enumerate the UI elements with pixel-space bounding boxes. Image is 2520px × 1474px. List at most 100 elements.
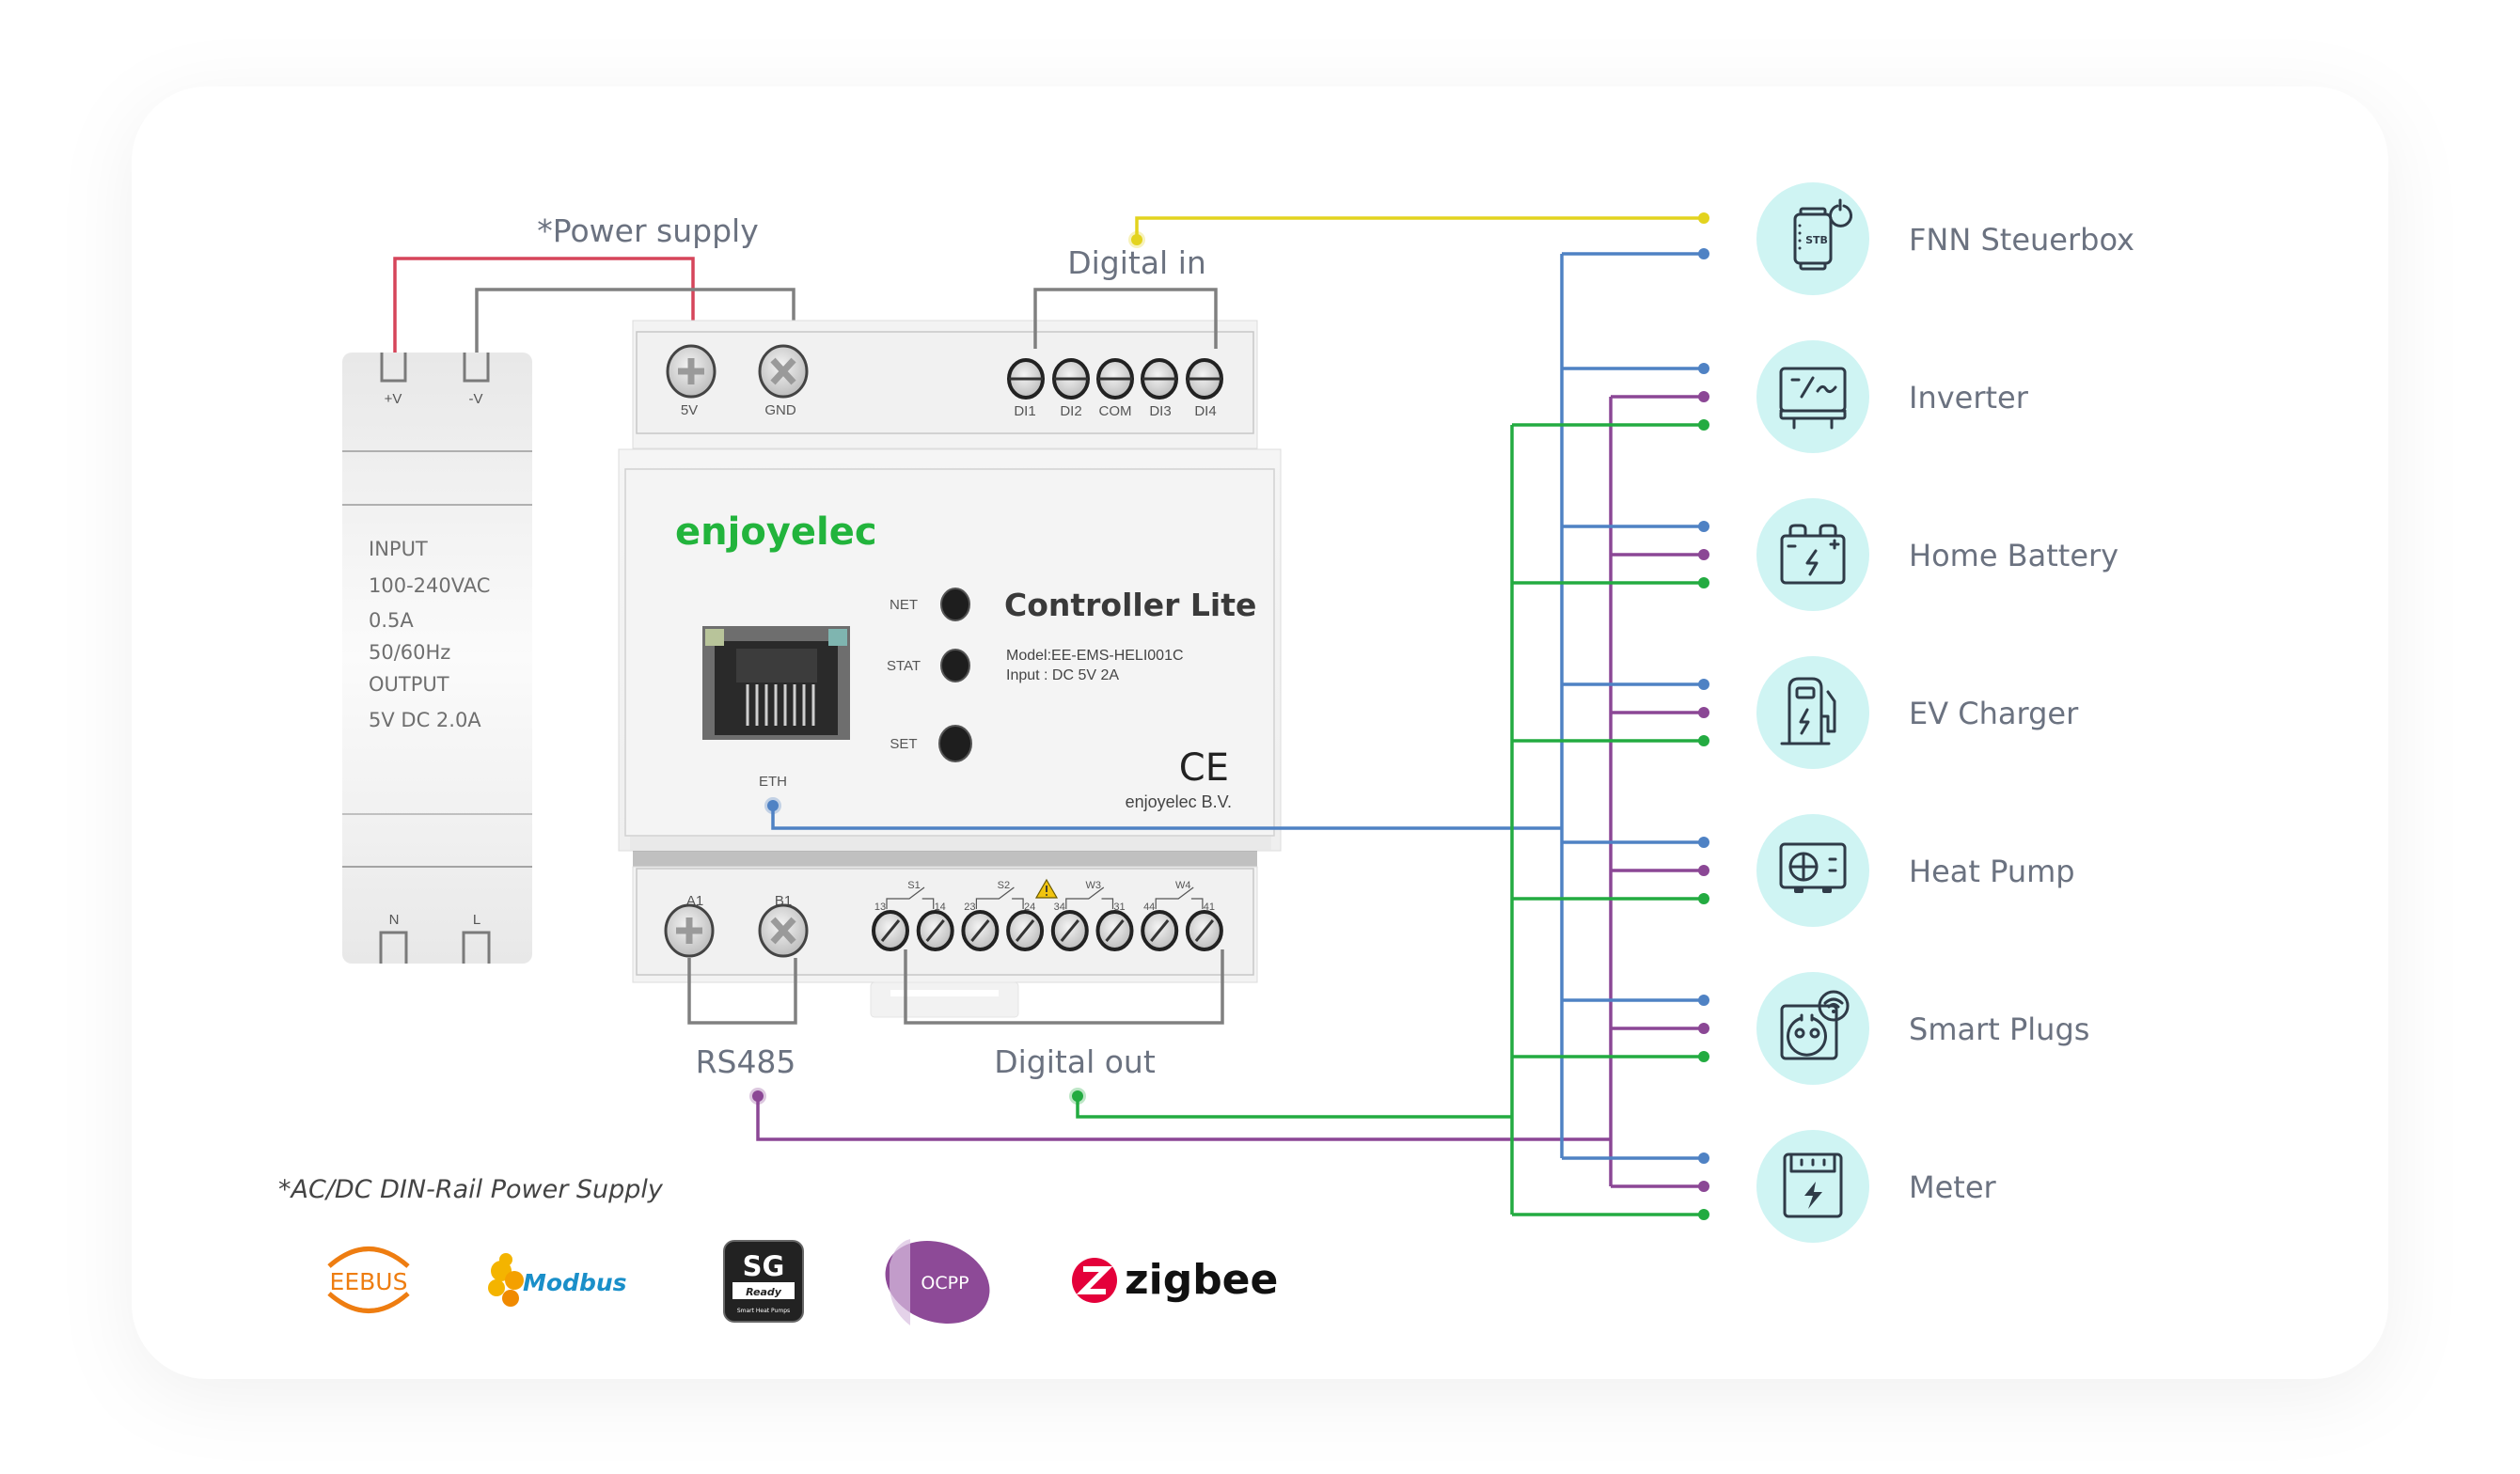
terminal-label: DI2 (1060, 403, 1081, 419)
device-item: STB FNN Steuerbox (1756, 182, 2134, 295)
controller-title: Controller Lite (1004, 587, 1256, 623)
relay-terminal (1141, 910, 1179, 951)
ocpp-logo: OCPP (885, 1239, 990, 1325)
bus-wires (749, 212, 1709, 1220)
brand-logo: enjoyelec (675, 510, 877, 554)
psu-spec-line: OUTPUT (369, 673, 449, 696)
rs485-terminal-b1: B1 (758, 893, 809, 958)
relay-switch-symbol (886, 886, 935, 909)
terminal-di4: DI4 (1186, 358, 1223, 419)
relay-terminal (1095, 910, 1134, 951)
device-label: FNN Steuerbox (1909, 222, 2134, 258)
power-supply-label: *Power supply (537, 212, 758, 249)
psu-label-minus-v: -V (469, 391, 483, 407)
digital-in-connector (1131, 234, 1142, 245)
terminal-label: DI4 (1194, 403, 1216, 419)
relay-pin-label: 24 (1024, 902, 1035, 913)
terminal-di2: DI2 (1052, 358, 1090, 419)
smart-plug-icon (1780, 990, 1850, 1060)
svg-text:zigbee: zigbee (1125, 1256, 1278, 1304)
meter-icon (1783, 1153, 1843, 1218)
wire-plus-v-to-5v (393, 257, 695, 371)
device-icon-circle (1756, 340, 1869, 453)
psu-spec-line: 5V DC 2.0A (369, 709, 481, 731)
digital-out-bracket (904, 949, 1224, 1025)
eth-connector (767, 800, 779, 811)
wire-digital-out (1076, 1096, 1512, 1119)
ce-mark: CE (1179, 746, 1229, 790)
terminal-label: DI1 (1014, 403, 1035, 419)
psu-label-n: N (389, 912, 400, 928)
device-item: Home Battery (1756, 498, 2118, 611)
device-label: EV Charger (1909, 696, 2079, 731)
relay-pin-label: 23 (964, 902, 975, 913)
terminal-label-5v: 5V (681, 402, 698, 418)
digital-in-terminals: DI1 DI2 COM DI3 DI4 (1007, 358, 1223, 419)
svg-text:STB: STB (1805, 234, 1828, 246)
svg-text:Ready: Ready (746, 1286, 782, 1298)
device-item: Inverter (1756, 340, 2029, 453)
device-connector-eth (1698, 995, 1709, 1006)
relay-switch-symbol (1065, 886, 1114, 909)
modbus-logo: Modbus (488, 1253, 627, 1307)
inverter-icon (1779, 367, 1847, 430)
device-connector-eth (1698, 521, 1709, 532)
relay-name-label: S2 (998, 880, 1010, 891)
device-connector-digital-out (1698, 419, 1709, 431)
psu-footnote: *AC/DC DIN-Rail Power Supply (278, 1175, 664, 1204)
device-connector-eth (1698, 679, 1709, 690)
controller-input: Input : DC 5V 2A (1006, 667, 1119, 683)
terminal-com: COM (1096, 358, 1134, 419)
ev-charger-icon (1780, 677, 1836, 745)
relay-terminal (872, 910, 909, 951)
relay-terminal (916, 910, 954, 951)
wire-digital-in (1135, 216, 1704, 240)
relay-name-label: S1 (907, 880, 920, 891)
psu-terminal-n (379, 931, 408, 964)
set-button[interactable] (938, 725, 972, 762)
device-label: Smart Plugs (1909, 1011, 2089, 1047)
relay-pin-label: 14 (935, 902, 946, 913)
device-connector-rs485 (1698, 865, 1709, 876)
rs485-bracket (687, 958, 797, 1025)
psu-label-l: L (473, 912, 480, 928)
rs485-connector (752, 1090, 764, 1102)
digital-out-connector (1072, 1090, 1083, 1102)
terminal-label-gnd: GND (764, 402, 796, 418)
eebus-logo: EEBUS (327, 1247, 410, 1313)
power-terminal-gnd: GND (758, 344, 809, 418)
digital-in-bracket (1033, 288, 1218, 349)
digital-out-label: Digital out (994, 1043, 1156, 1080)
device-connector-digital-out (1698, 893, 1709, 904)
relay-switch-symbol (975, 886, 1024, 909)
device-connector-digital-out (1698, 577, 1709, 588)
relay-name-label: W4 (1175, 880, 1191, 891)
manufacturer-label: enjoyelec B.V. (1126, 792, 1232, 811)
digital-in-label: Digital in (1067, 244, 1206, 281)
controller-model: Model:EE-EMS-HELI001C (1006, 648, 1184, 664)
ethernet-port[interactable] (702, 626, 850, 740)
device-connector-rs485 (1698, 549, 1709, 560)
led-stat (940, 649, 970, 682)
din-rail-clip (870, 981, 1019, 1018)
psu-spec-line: 100-240VAC (369, 574, 490, 597)
psu-terminal-plus-v (380, 353, 407, 383)
terminal-di1: DI1 (1007, 358, 1045, 419)
led-label-stat: STAT (887, 658, 921, 674)
sg-ready-logo: SG Ready Smart Heat Pumps (723, 1240, 804, 1323)
device-connector-rs485 (1698, 391, 1709, 402)
device-connector-rs485 (1698, 707, 1709, 718)
rs485-terminal-a1: A1 (664, 893, 715, 958)
svg-text:OCPP: OCPP (921, 1273, 969, 1294)
psu-terminal-l (462, 931, 491, 964)
svg-text:SG: SG (743, 1250, 785, 1282)
svg-text:EEBUS: EEBUS (330, 1268, 408, 1295)
device-connector-digital-in (1698, 212, 1709, 224)
relay-terminal (1006, 910, 1045, 951)
zigbee-logo: zigbee (1072, 1256, 1278, 1304)
relay-terminal (961, 910, 1000, 951)
device-connector-digital-out (1698, 1209, 1709, 1220)
